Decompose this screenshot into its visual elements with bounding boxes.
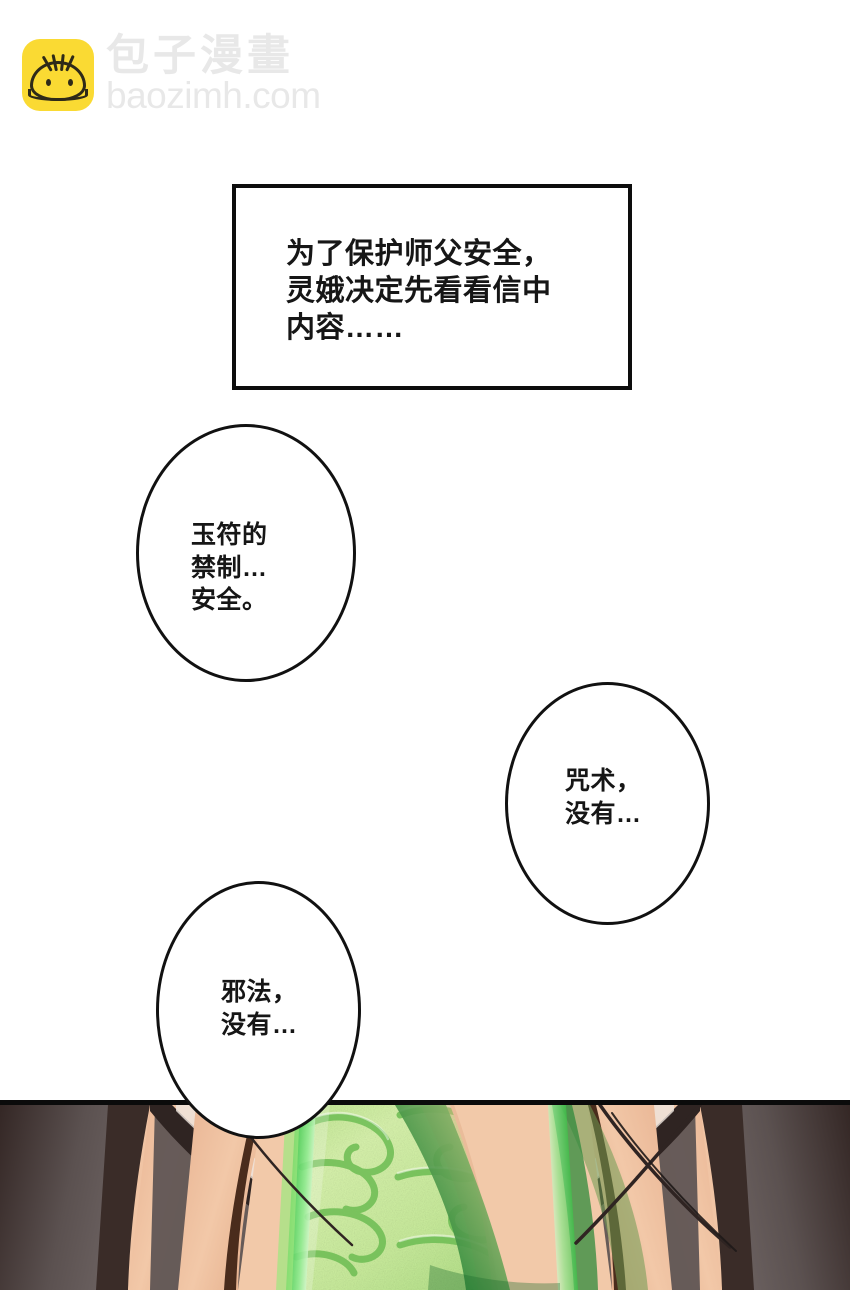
narration-text: 为了保护师父安全， 灵娥决定先看看信中 内容…… bbox=[286, 238, 552, 345]
watermark-cn-label: 包子漫畫 bbox=[106, 32, 294, 80]
speech-bubble-2: 咒术， 没有… bbox=[505, 682, 710, 925]
bun-eye-icon bbox=[46, 79, 51, 86]
watermark-domain-label: baozimh.com bbox=[106, 75, 321, 117]
comic-art-panel bbox=[0, 1100, 850, 1290]
jade-talisman-illustration bbox=[0, 1105, 850, 1290]
bun-eye-icon bbox=[68, 79, 73, 86]
narration-box: 为了保护师父安全， 灵娥决定先看看信中 内容…… bbox=[232, 184, 632, 390]
speech-bubble-3-text: 邪法， 没有… bbox=[221, 978, 298, 1039]
speech-bubble-1: 玉符的 禁制… 安全。 bbox=[136, 424, 356, 682]
bun-body-shape bbox=[30, 61, 86, 101]
speech-bubble-2-text: 咒术， 没有… bbox=[565, 767, 642, 828]
watermark-text-group: 包子漫畫 baozimh.com bbox=[106, 32, 321, 117]
site-watermark: 包子漫畫 baozimh.com bbox=[22, 28, 322, 122]
speech-bubble-3: 邪法， 没有… bbox=[156, 881, 361, 1139]
speech-bubble-1-text: 玉符的 禁制… 安全。 bbox=[191, 521, 268, 614]
baozi-bun-icon bbox=[22, 39, 94, 111]
